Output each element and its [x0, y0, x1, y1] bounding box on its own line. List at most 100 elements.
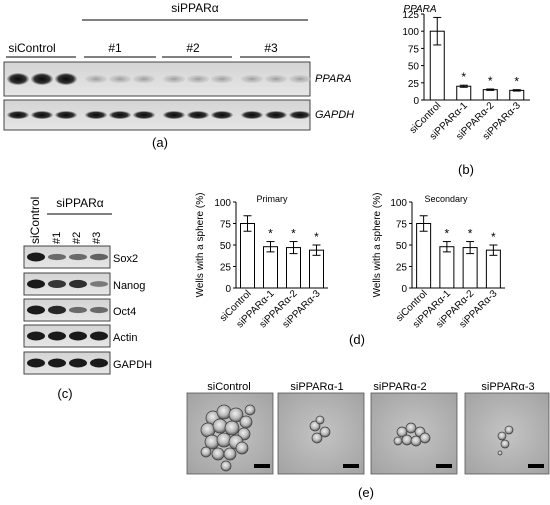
pc-blots — [23, 245, 111, 375]
micrograph-sippara-2 — [370, 392, 458, 475]
pc-blot-band — [69, 279, 87, 289]
pa-ppara-band — [7, 73, 29, 85]
cell — [393, 436, 403, 446]
pc-protein-label-gapdh: GAPDH — [113, 359, 152, 371]
cell — [319, 426, 331, 438]
pc-lane-label-3: #3 — [91, 232, 103, 244]
pa-gapdh-band — [55, 111, 77, 119]
pc-blot-band — [27, 358, 45, 368]
pc-control-label: siControl — [28, 197, 42, 244]
cell — [315, 415, 325, 425]
pa-gapdh-band — [133, 111, 155, 119]
bar — [240, 223, 255, 289]
pc-blot-band — [27, 252, 45, 262]
y-tick-label: 25 — [396, 263, 408, 274]
pa-control-label: siControl — [8, 41, 55, 55]
y-tick-label: 125 — [402, 10, 419, 21]
bar — [482, 89, 498, 101]
pc-blot-band — [90, 306, 108, 314]
chart-b: PPARA0255075100125siControl*siPPARα-1*si… — [402, 4, 530, 142]
chart-title: Primary — [257, 194, 288, 204]
significance-marker: * — [514, 75, 519, 89]
pc-blot-band — [48, 358, 66, 368]
y-tick-label: 75 — [220, 220, 232, 231]
pc-blot-band — [27, 279, 45, 289]
y-tick-label: 0 — [225, 284, 231, 295]
pa-group-label-2: #2 — [186, 41, 200, 55]
cell — [216, 432, 232, 448]
pa-group-label-3: #3 — [264, 41, 278, 55]
y-tick-label: 75 — [408, 44, 420, 55]
pa-gene-label-gapdh: GAPDH — [315, 109, 354, 121]
bar — [439, 246, 455, 289]
pa-gapdh-band — [241, 111, 263, 119]
pa-gapdh-bands — [7, 111, 311, 119]
y-tick-label: 100 — [214, 198, 231, 209]
pc-blot-strip — [23, 272, 111, 296]
bar — [263, 246, 278, 289]
significance-marker: * — [314, 230, 319, 244]
pa-gapdh-band — [265, 111, 287, 119]
pc-blot-band — [27, 331, 45, 341]
bar — [309, 249, 324, 289]
pe-image-label-1: siControl — [207, 381, 250, 393]
pa-ppara-bands — [7, 73, 311, 85]
cell — [311, 432, 323, 444]
cell — [220, 460, 232, 472]
pc-blot-band — [90, 331, 108, 341]
pc-protein-label-nanog: Nanog — [113, 280, 145, 292]
pc-blot-band — [69, 358, 87, 368]
y-axis-label: Wells with a sphere (%) — [195, 193, 206, 298]
pc-lane-label-2: #2 — [71, 232, 83, 244]
micrograph-sippara-1 — [277, 392, 365, 475]
cell — [419, 432, 431, 444]
pa-ppara-band — [133, 75, 155, 83]
y-tick-label: 25 — [408, 79, 420, 90]
y-tick-label: 100 — [390, 198, 407, 209]
cell — [396, 426, 408, 438]
significance-marker: * — [461, 70, 466, 84]
pa-panel-label: (a) — [152, 135, 168, 150]
pa-top-header: siPPARα — [171, 1, 218, 15]
cell — [497, 431, 507, 441]
pa-gapdh-band — [289, 111, 311, 119]
pe-panel-label: (e) — [358, 485, 374, 500]
pc-blot-band — [48, 253, 66, 261]
pa-gapdh-band — [211, 111, 233, 119]
pa-ppara-band — [265, 75, 287, 83]
cell — [224, 420, 240, 436]
pc-protein-label-oct4: Oct4 — [113, 306, 136, 318]
pa-gene-label-ppara: PPARA — [315, 73, 351, 85]
cell — [504, 425, 514, 435]
panel-a: siPPARα siControl #1 #2 #3 PPARA GAPDH (… — [3, 1, 354, 150]
pa-gapdh-band — [7, 111, 29, 119]
pa-gapdh-band — [187, 111, 209, 119]
y-tick-label: 50 — [220, 241, 232, 252]
pa-gapdh-band — [85, 111, 107, 119]
bar — [485, 249, 501, 289]
pc-protein-label-sox2: Sox2 — [113, 253, 138, 265]
cell — [244, 404, 256, 416]
pd-panel-label: (d) — [349, 332, 365, 347]
pa-gapdh-band — [109, 111, 131, 119]
pa-ppara-band — [31, 73, 53, 85]
pc-blot-strip — [23, 351, 111, 375]
cell — [212, 418, 228, 434]
pa-ppara-band — [163, 75, 185, 83]
cell — [410, 435, 422, 447]
significance-marker: * — [468, 227, 473, 241]
pc-blot-band — [90, 281, 108, 287]
pc-blot-strip — [23, 245, 111, 269]
pc-blot-band — [48, 280, 66, 288]
pa-ppara-band — [187, 75, 209, 83]
pa-ppara-band — [85, 75, 107, 83]
panel-e: siControl siPPARα-1 siPPARα-2 siPPARα-3 … — [186, 381, 550, 500]
pc-blot-band — [48, 305, 66, 315]
cell — [500, 439, 510, 449]
bar — [456, 85, 472, 101]
pc-protein-label-actin: Actin — [113, 332, 137, 344]
pc-blot-band — [69, 253, 87, 261]
